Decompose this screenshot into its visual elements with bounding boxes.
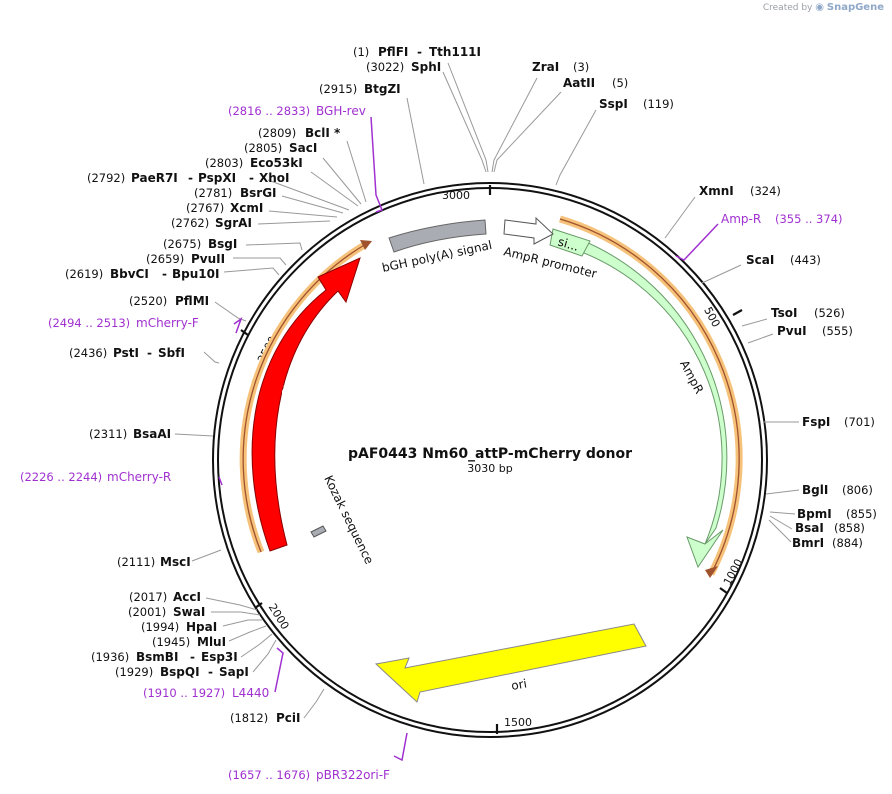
enzyme-fspi[interactable]: FspI(701) <box>802 415 875 429</box>
enzyme-bspqi[interactable]: (1929)BspQI-SapI <box>115 665 249 679</box>
feature-mcherry[interactable]: mCherry <box>251 257 361 552</box>
backbone-outer <box>212 182 768 738</box>
enzyme-labels: (1)PflFI-Tth111I (3022)SphI ZraI(3) AatI… <box>65 45 877 725</box>
enzyme-bsai[interactable]: BsaI(858) <box>795 521 865 535</box>
feature-ori[interactable]: ori <box>374 623 647 703</box>
primer-mcherry-f[interactable]: (2494 .. 2513)mCherry-F <box>48 316 199 330</box>
enzyme-saci[interactable]: (2805)SacI <box>244 141 317 155</box>
feature-kozak[interactable]: Kozak sequence <box>310 473 376 566</box>
watermark-brand: SnapGene <box>826 2 884 13</box>
enzyme-leader-lines <box>174 62 800 719</box>
enzyme-xcmi[interactable]: (2767)XcmI <box>186 201 263 215</box>
enzyme-pvuii[interactable]: (2659)PvuII <box>146 252 225 266</box>
plasmid-name: pAF0443 Nm60_attP-mCherry donor <box>348 446 632 462</box>
feature-label-kozak: Kozak sequence <box>321 473 376 566</box>
primer-labels: (2816 .. 2833)BGH-rev Amp-R(355 .. 374) … <box>20 104 843 782</box>
enzyme-aatii[interactable]: AatII(5) <box>563 76 628 90</box>
enzyme-bsrgi[interactable]: (2781)BsrGI <box>194 186 277 200</box>
enzyme-sgrai[interactable]: (2762)SgrAI <box>171 216 252 230</box>
watermark-prefix: Created by <box>762 3 813 13</box>
feature-bgh-polya[interactable]: bGH poly(A) signal <box>381 219 493 275</box>
enzyme-eco53ki[interactable]: (2803)Eco53kI <box>205 156 303 170</box>
snapgene-watermark: Created by ◉ SnapGene <box>763 2 884 13</box>
ampr-highlight-line <box>559 218 740 575</box>
enzyme-hpai[interactable]: (1994)HpaI <box>141 620 217 634</box>
enzyme-bsgi[interactable]: (2675)BsgI <box>163 237 237 251</box>
enzyme-scai[interactable]: ScaI(443) <box>746 253 821 267</box>
enzyme-zrai[interactable]: ZraI(3) <box>532 60 589 74</box>
tick-1000: 1000 <box>721 557 746 588</box>
enzyme-bbvci[interactable]: (2619)BbvCI-Bpu10I <box>65 267 219 281</box>
mcherry-highlight-arrow <box>360 240 372 250</box>
enzyme-pflmi[interactable]: (2520)PflMI <box>129 294 209 308</box>
feature-label-ori: ori <box>510 676 528 692</box>
tick-marks <box>240 185 743 734</box>
enzyme-mlui[interactable]: (1945)MluI <box>152 635 226 649</box>
enzyme-paer7i[interactable]: (2792)PaeR7I-PspXI-XhoI <box>87 171 290 185</box>
enzyme-pvui[interactable]: PvuI(555) <box>777 324 853 338</box>
enzyme-bpmi[interactable]: BpmI(855) <box>797 507 877 521</box>
enzyme-acci[interactable]: (2017)AccI <box>129 590 201 604</box>
primer-bgh-rev[interactable]: (2816 .. 2833)BGH-rev <box>228 104 366 118</box>
snapgene-logo: ◉ <box>815 2 824 13</box>
enzyme-msci[interactable]: (2111)MscI <box>117 555 191 569</box>
primer-l4440[interactable]: (1910 .. 1927)L4440 <box>143 686 269 700</box>
ampr-highlight-arrow <box>705 566 718 578</box>
enzyme-sphi[interactable]: (3022)SphI <box>366 60 441 74</box>
enzyme-swai[interactable]: (2001)SwaI <box>128 605 205 619</box>
enzyme-bsmbi[interactable]: (1936)BsmBI-Esp3I <box>91 650 238 664</box>
tick-1500: 1500 <box>504 716 532 729</box>
primer-pbr322ori-f[interactable]: (1657 .. 1676)pBR322ori-F <box>228 768 390 782</box>
enzyme-pflfi[interactable]: (1)PflFI-Tth111I <box>353 45 481 59</box>
primer-marks <box>218 116 719 762</box>
plasmid-length: 3030 bp <box>467 462 512 475</box>
primer-amp-r[interactable]: Amp-R(355 .. 374) <box>721 212 843 226</box>
enzyme-bsaai[interactable]: (2311)BsaAI <box>89 427 171 441</box>
feature-signal[interactable]: si... <box>549 228 591 257</box>
enzyme-btgzi[interactable]: (2915)BtgZI <box>319 82 401 96</box>
enzyme-xmni[interactable]: XmnI(324) <box>699 184 781 198</box>
enzyme-bmri[interactable]: BmrI(884) <box>792 536 863 550</box>
enzyme-sspi[interactable]: SspI(119) <box>599 97 674 111</box>
enzyme-tsoi[interactable]: TsoI(526) <box>771 306 845 320</box>
tick-3000: 3000 <box>442 189 470 202</box>
enzyme-pcii[interactable]: (1812)PciI <box>230 711 301 725</box>
enzyme-bcli[interactable]: (2809)BclI * <box>258 126 341 140</box>
enzyme-bgli[interactable]: BglI(806) <box>802 483 873 497</box>
enzyme-psti[interactable]: (2436)PstI-SbfI <box>69 346 185 360</box>
primer-mcherry-r[interactable]: (2226 .. 2244)mCherry-R <box>20 470 171 484</box>
feature-label-signal: si... <box>556 235 580 254</box>
